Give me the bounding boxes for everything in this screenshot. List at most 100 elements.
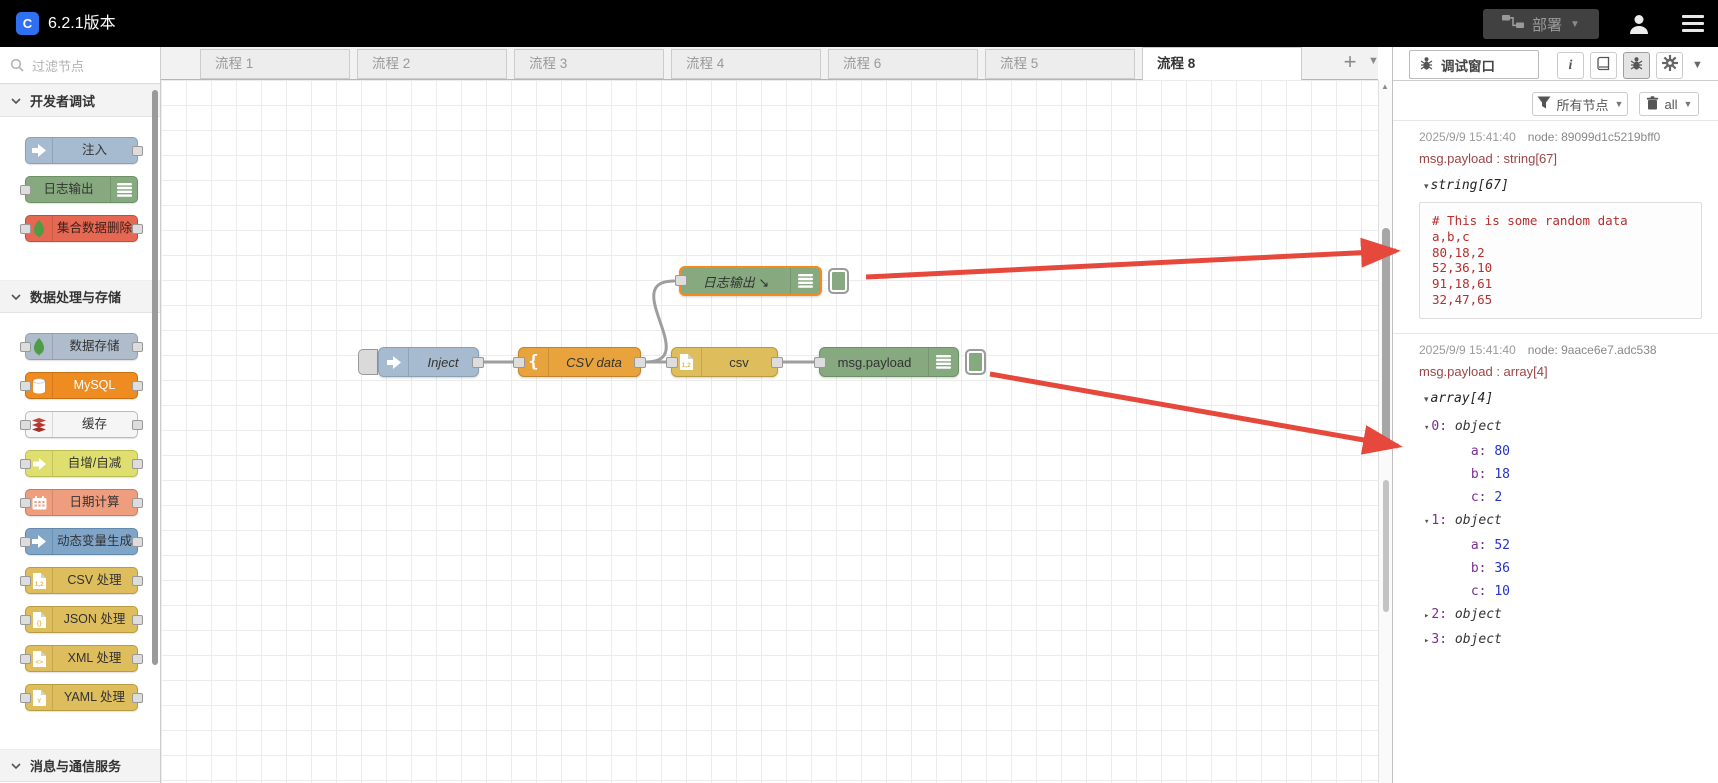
- help-panel-button[interactable]: [1590, 52, 1617, 79]
- palette-category-header[interactable]: 消息与通信服务: [0, 749, 160, 782]
- palette-category-header[interactable]: 数据处理与存储: [0, 280, 160, 313]
- palette-node-XML 处理[interactable]: <>XML 处理: [20, 645, 143, 672]
- main-menu-button[interactable]: [1682, 15, 1704, 32]
- node-output-port: [132, 420, 143, 430]
- node-input-port[interactable]: [513, 357, 525, 368]
- panel-options-caret[interactable]: ▼: [1692, 59, 1703, 71]
- palette-node-日志输出[interactable]: 日志输出: [20, 176, 138, 203]
- node-output-port: [132, 537, 143, 547]
- tab-流程 5[interactable]: 流程 5: [985, 49, 1135, 79]
- chevron-down-icon: [11, 288, 21, 306]
- flow-node-msg-payload[interactable]: msg.payload: [814, 347, 959, 377]
- palette-node-CSV 处理[interactable]: 1,2CSV 处理: [20, 567, 143, 594]
- debug-tree-value: 80: [1494, 443, 1510, 459]
- palette-node-自增/自减[interactable]: 自增/自减: [20, 450, 143, 477]
- debug-clear-button[interactable]: all ▼: [1639, 92, 1699, 116]
- palette-node-label: XML 处理: [67, 651, 122, 665]
- bug-icon: [1629, 56, 1644, 76]
- tab-list-caret[interactable]: ▼: [1368, 55, 1379, 67]
- palette-node-动态变量生成[interactable]: 动态变量生成: [20, 528, 143, 555]
- node-input-port: [20, 342, 31, 352]
- tab-流程 2[interactable]: 流程 2: [357, 49, 507, 79]
- tab-流程 8[interactable]: 流程 8: [1142, 47, 1302, 80]
- node-output-port[interactable]: [771, 357, 783, 368]
- palette-node-缓存[interactable]: 缓存: [20, 411, 143, 438]
- debug-tree-row: ▸3: object: [1419, 628, 1702, 653]
- node-output-port[interactable]: [634, 357, 646, 368]
- debug-panel-button[interactable]: [1623, 52, 1650, 79]
- palette-category-header[interactable]: 开发者调试: [0, 84, 160, 117]
- debug-tree-value: 18: [1494, 466, 1510, 482]
- flow-node-label: msg.payload: [837, 354, 912, 370]
- node-input-port[interactable]: [666, 357, 678, 368]
- debug-tree-value: 2: [1494, 489, 1503, 505]
- tab-流程 6[interactable]: 流程 6: [828, 49, 978, 79]
- node-output-port[interactable]: [472, 357, 484, 368]
- debug-tree-value: 52: [1494, 537, 1510, 553]
- palette-search-input[interactable]: [30, 53, 144, 79]
- palette-node-label: JSON 处理: [63, 612, 126, 626]
- trash-icon: [1646, 95, 1659, 113]
- debug-enable-toggle[interactable]: [965, 349, 986, 375]
- expand-triangle-icon[interactable]: ▾: [1424, 181, 1429, 191]
- palette-node-YAML 处理[interactable]: YYAML 处理: [20, 684, 143, 711]
- palette-node-日期计算[interactable]: 日期计算: [20, 489, 143, 516]
- tab-流程 3[interactable]: 流程 3: [514, 49, 664, 79]
- debug-type-header[interactable]: ▾string[67]: [1419, 176, 1702, 194]
- book-icon: [1596, 56, 1611, 76]
- node-input-port[interactable]: [675, 275, 687, 286]
- svg-text:{}: {}: [36, 620, 42, 627]
- debug-toolbar: 所有节点 ▼ all ▼: [1393, 80, 1718, 120]
- flow-node-inject[interactable]: Inject: [378, 347, 484, 377]
- user-button[interactable]: [1628, 13, 1650, 34]
- palette-node-集合数据删除[interactable]: 集合数据删除: [20, 215, 143, 242]
- config-panel-button[interactable]: [1656, 52, 1683, 79]
- palette-node-数据存储[interactable]: 数据存储: [20, 333, 143, 360]
- tab-流程 1[interactable]: 流程 1: [200, 49, 350, 79]
- flow-canvas[interactable]: [161, 80, 1378, 783]
- debug-panel-tab[interactable]: 调试窗口: [1409, 50, 1539, 79]
- scroll-up-icon[interactable]: ▲: [1381, 82, 1389, 91]
- flow-node-log-output[interactable]: 日志输出 ↘: [675, 266, 822, 296]
- node-input-port: [20, 576, 31, 586]
- deploy-button[interactable]: 部署 ▼: [1483, 9, 1599, 39]
- expand-triangle-icon[interactable]: ▸: [1424, 610, 1430, 621]
- tab-流程 4[interactable]: 流程 4: [671, 49, 821, 79]
- flow-node-csv-data[interactable]: {CSV data: [513, 347, 646, 377]
- add-flow-button[interactable]: +: [1343, 49, 1357, 74]
- node-input-port: [20, 537, 31, 547]
- expand-triangle-icon[interactable]: ▸: [1424, 635, 1430, 646]
- canvas-scrollbar-thumb[interactable]: [1382, 228, 1390, 450]
- palette-node-label: MySQL: [73, 378, 116, 392]
- info-panel-button[interactable]: i: [1557, 52, 1584, 79]
- palette-scrollbar-thumb[interactable]: [152, 90, 158, 665]
- node-input-port[interactable]: [814, 357, 826, 368]
- palette-node-label: 自增/自减: [67, 456, 122, 470]
- palette-node-JSON 处理[interactable]: {} JSON 处理: [20, 606, 143, 633]
- node-output-port: [132, 693, 143, 703]
- debug-lines-icon: [790, 268, 820, 294]
- panel-scrollbar-thumb[interactable]: [1383, 480, 1389, 612]
- redis-icon: [26, 412, 53, 437]
- inject-trigger-button[interactable]: [358, 349, 378, 375]
- deploy-dropdown-caret[interactable]: ▼: [1570, 18, 1580, 30]
- expand-triangle-icon[interactable]: ▾: [1424, 516, 1430, 527]
- debug-type-label: string[67]: [1430, 178, 1509, 193]
- expand-triangle-icon[interactable]: ▾: [1424, 393, 1429, 404]
- debug-type-header[interactable]: ▾array[4]: [1419, 389, 1702, 407]
- palette-node-注入[interactable]: 注入: [25, 137, 143, 164]
- debug-filter-button[interactable]: 所有节点 ▼: [1532, 92, 1628, 116]
- bug-icon: [1419, 56, 1434, 74]
- expand-triangle-icon[interactable]: ▾: [1424, 422, 1430, 433]
- palette-node-MySQL[interactable]: MySQL: [20, 372, 143, 399]
- debug-enable-toggle[interactable]: [828, 268, 849, 294]
- info-icon: i: [1568, 57, 1573, 73]
- canvas-scrollbar: ▲: [1378, 80, 1393, 783]
- template-brace-icon: {: [519, 348, 549, 376]
